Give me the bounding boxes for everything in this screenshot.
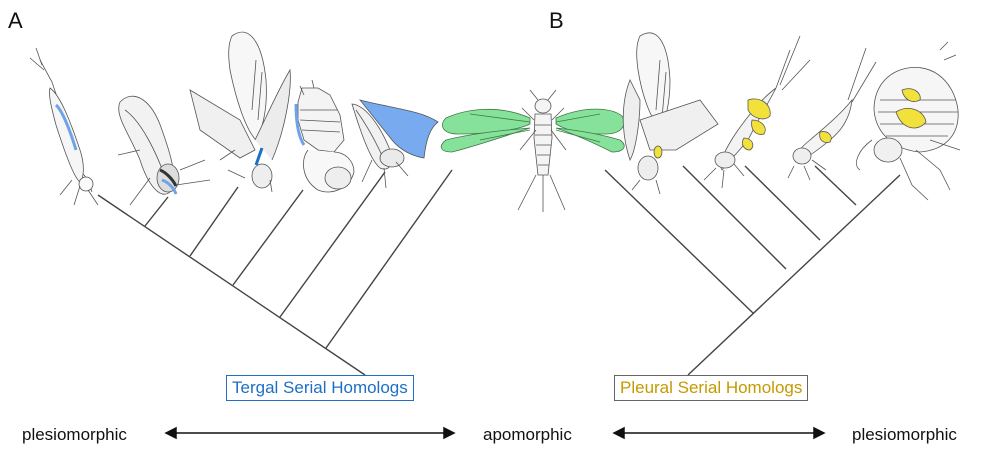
pleural-homologs-label: Pleural Serial Homologs	[614, 375, 809, 401]
panel-label-a: A	[8, 8, 23, 33]
tergal-highlight	[54, 103, 78, 151]
axis-center-label: apomorphic	[483, 425, 572, 444]
beetle-larva-icon	[294, 79, 355, 193]
tree-b	[604, 165, 901, 376]
woodlouse-icon	[856, 41, 961, 201]
panel-label-b: B	[549, 8, 564, 33]
pleural-highlight	[819, 131, 832, 143]
wasp-icon	[189, 31, 291, 193]
silverfish-icon-b	[787, 47, 877, 181]
pleural-highlight	[742, 137, 754, 151]
pleural-highlight	[653, 145, 663, 159]
treehopper-icon	[351, 99, 439, 189]
pleural-highlight	[751, 119, 766, 135]
silverfish-icon	[29, 47, 99, 206]
tergal-homologs-label: Tergal Serial Homologs	[226, 375, 414, 401]
pleural-highlight	[901, 88, 921, 102]
wasp-icon-b	[622, 32, 719, 195]
pleural-highlight	[895, 108, 927, 129]
tree-a	[97, 169, 453, 376]
pleural-highlight	[747, 98, 771, 120]
cockroach-icon	[117, 95, 211, 206]
axis-left-label: plesiomorphic	[22, 425, 127, 444]
axis-right-label: plesiomorphic	[852, 425, 957, 444]
tergal-highlight	[358, 99, 439, 159]
bristletail-icon	[703, 35, 811, 189]
tergal-highlight	[294, 103, 306, 146]
tergal-highlight	[161, 178, 178, 195]
tergal-highlight	[254, 147, 264, 166]
mayfly-center-icon	[440, 89, 625, 212]
